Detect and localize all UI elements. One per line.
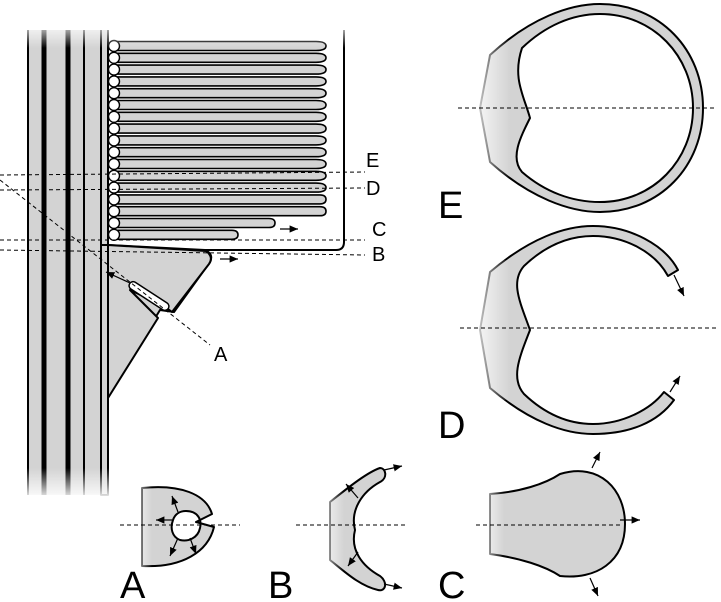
- panel-c-shape: [476, 451, 640, 597]
- fin: [107, 217, 276, 229]
- fin-bulb: [107, 157, 121, 171]
- fin: [107, 182, 327, 193]
- fin-stack: [107, 39, 327, 242]
- panel-a-shape: [120, 484, 240, 570]
- label-section-d: D: [366, 178, 380, 200]
- fin: [107, 146, 327, 158]
- fin-bulb: [107, 181, 121, 194]
- panel-b-shape: [296, 464, 405, 592]
- fin-bulb: [107, 63, 121, 76]
- fin-bulb: [107, 134, 121, 147]
- fin: [107, 123, 327, 134]
- fin: [107, 99, 327, 111]
- fin-bulb: [107, 75, 121, 88]
- panel-e-ring: [458, 3, 716, 213]
- fin: [107, 87, 327, 99]
- label-section-c: C: [372, 219, 386, 241]
- fin-bulb: [107, 204, 121, 218]
- fin: [107, 52, 327, 64]
- section-lines: [0, 171, 366, 346]
- fin-bulb: [107, 193, 121, 206]
- fin-bulb: [107, 216, 121, 230]
- fin-bulb: [107, 228, 121, 242]
- fin-bulb: [107, 110, 121, 124]
- panel-label-e: E: [438, 185, 463, 227]
- main-structure: [0, 20, 360, 500]
- fin: [107, 170, 327, 182]
- fin: [107, 76, 327, 87]
- label-section-b: B: [372, 244, 385, 266]
- label-section-a: A: [214, 344, 228, 366]
- label-section-e: E: [366, 150, 379, 172]
- fin: [107, 64, 327, 75]
- panel-label-b: B: [268, 565, 293, 602]
- panel-d-ring: [460, 225, 716, 435]
- fin-bulb: [107, 122, 121, 135]
- fin: [107, 111, 327, 123]
- panel-label-c: C: [438, 565, 465, 602]
- fin-bulb: [107, 98, 121, 112]
- fin: [107, 158, 327, 170]
- fin: [107, 194, 327, 205]
- fin-bulb: [107, 51, 121, 64]
- fin-bulb: [107, 86, 121, 100]
- panel-label-a: A: [120, 565, 146, 602]
- fin-bulb: [107, 169, 121, 183]
- fin: [107, 205, 327, 217]
- panel-label-d: D: [438, 405, 465, 447]
- fin: [107, 135, 327, 146]
- fin-frame: [107, 30, 345, 251]
- fin-bulb: [107, 145, 121, 159]
- fin: [107, 229, 239, 241]
